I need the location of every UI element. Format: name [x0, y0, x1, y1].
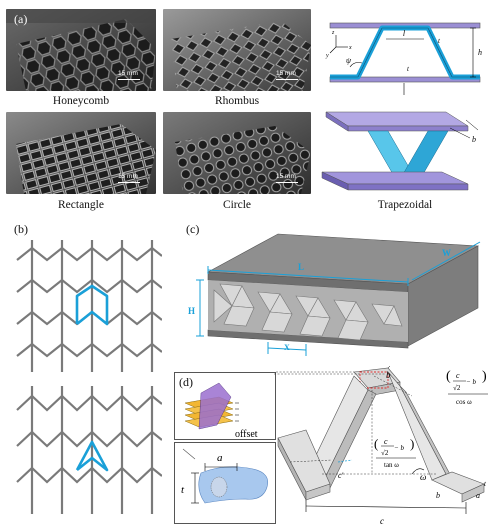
formula1-num: c	[456, 371, 460, 380]
scale-bar-circle: 15 mm	[276, 173, 296, 180]
label-psi: ψ	[346, 56, 352, 65]
axis-z: z	[331, 30, 335, 36]
photo-circle	[163, 112, 311, 194]
dimension-W: W	[442, 248, 451, 258]
trapezoid-schematic-3d: b	[321, 111, 479, 191]
label-omega: ω	[420, 472, 426, 482]
scale-line-rectangle	[118, 182, 140, 183]
dimension-X: X	[284, 343, 290, 352]
inset-offset: (d) offset	[174, 372, 276, 440]
label-b-bottom: b	[436, 491, 440, 500]
formula2-tan: tan ω	[384, 461, 399, 469]
panel-label-b: (b)	[14, 222, 28, 236]
formula1-den: √2	[453, 384, 461, 392]
photo-rhombus	[163, 9, 311, 91]
formula1-paren-close: )	[482, 369, 487, 384]
label-c-prime: c'	[338, 471, 344, 480]
caption-circle: Circle	[222, 199, 252, 211]
panel-label-d: (d)	[179, 375, 193, 389]
formula2-paren-open: (	[374, 436, 378, 451]
label-t-section: t	[181, 484, 185, 496]
scale-line-rhombus	[276, 79, 298, 80]
scale-bar-honeycomb: 15 mm	[118, 70, 138, 77]
fold-pattern-top	[16, 240, 162, 372]
photo-honeycomb	[6, 9, 156, 91]
offset-label: offset	[235, 429, 258, 437]
photo-rectangle	[6, 112, 156, 194]
fold-pattern-bottom	[16, 386, 162, 514]
panel-label-a: (a)	[14, 12, 28, 26]
trapezoid-schematic-2d: l h t ψ t z x y	[325, 22, 482, 95]
formula2-paren-close: )	[410, 436, 414, 451]
label-c-bottom: c	[380, 516, 384, 526]
unit-cell-3d: b c c' ω b a t ( c √2 − b ) cos ω ( c √2…	[276, 366, 488, 526]
dimension-L: L	[298, 262, 304, 272]
caption-rectangle: Rectangle	[58, 199, 104, 211]
axis-y: y	[325, 53, 329, 59]
label-l: l	[403, 29, 406, 38]
inset-cross-section: a t	[174, 442, 276, 524]
label-a-bottom: a	[476, 491, 480, 500]
formula1-paren-open: (	[446, 369, 451, 384]
formula1-minus: − b	[466, 378, 476, 386]
panel-label-c: (c)	[186, 222, 200, 236]
label-b-top: b	[386, 370, 391, 380]
formula1-cos: cos ω	[456, 398, 472, 406]
label-a-section: a	[217, 452, 223, 464]
label-b-3d: b	[472, 135, 476, 144]
label-h: h	[478, 48, 482, 57]
scale-line-circle	[276, 182, 298, 183]
caption-rhombus: Rhombus	[214, 95, 260, 107]
detail-connector	[274, 373, 386, 375]
scale-bar-rectangle: 15 mm	[118, 173, 138, 180]
label-t: t	[438, 37, 441, 45]
label-t-bottom: t	[484, 480, 487, 488]
sandwich-structure-3d: L W H X	[188, 233, 481, 356]
dimension-H: H	[188, 306, 195, 316]
formula2-num: c	[384, 437, 388, 446]
caption-honeycomb: Honeycomb	[52, 95, 110, 107]
scale-bar-rhombus: 15 mm	[276, 70, 296, 77]
formula2-den: √2	[381, 449, 389, 457]
scale-line-honeycomb	[118, 79, 140, 80]
caption-trapezoidal: Trapezoidal	[377, 199, 433, 211]
formula2-minus: − b	[394, 444, 404, 452]
label-tf: t	[407, 65, 410, 73]
axis-x: x	[348, 45, 352, 51]
